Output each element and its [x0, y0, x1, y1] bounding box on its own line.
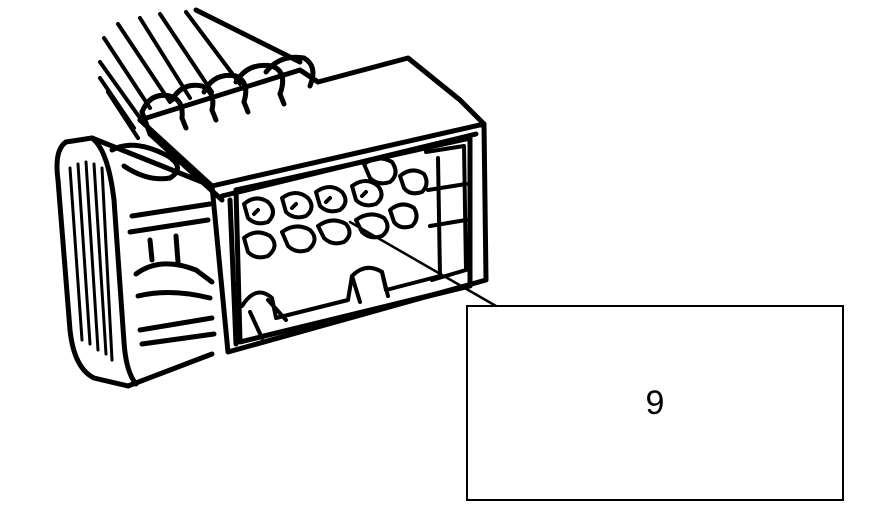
front-housing: [209, 121, 489, 355]
latch-ribs: [68, 160, 114, 362]
latch-frame: [54, 135, 217, 389]
terminal-cavities: [242, 156, 429, 260]
wire-bundle: [98, 7, 303, 140]
housing-right-bay: [424, 144, 468, 282]
callout-leader-line: [348, 220, 498, 308]
callout-label: 9: [645, 384, 665, 422]
callout-box: 9: [466, 305, 844, 501]
locking-tab: [240, 265, 444, 340]
